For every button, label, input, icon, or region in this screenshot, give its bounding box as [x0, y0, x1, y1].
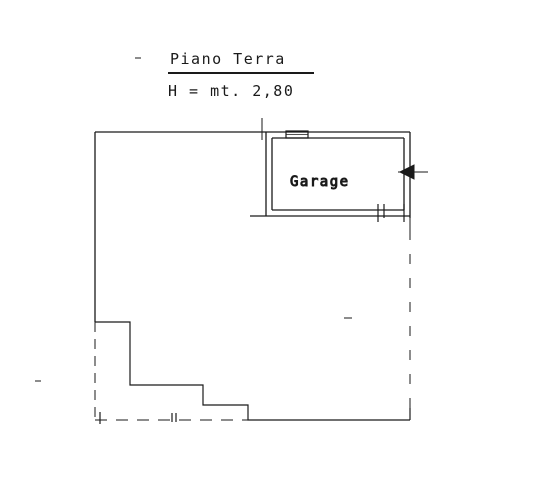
room-label-garage: Garage — [290, 174, 350, 190]
title-block: Piano Terra H = mt. 2,80 — [135, 50, 314, 100]
floor-name-title: Piano Terra — [170, 50, 286, 68]
height-note: H = mt. 2,80 — [168, 82, 294, 100]
stepped-outline — [95, 321, 410, 421]
building-outline — [35, 131, 411, 424]
garage-room: Garage — [250, 118, 428, 236]
